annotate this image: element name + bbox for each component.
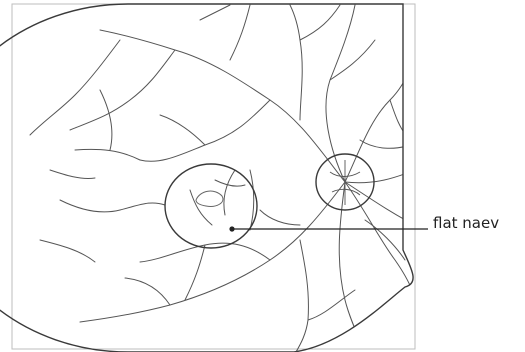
callout-label: flat naev	[433, 214, 499, 232]
fundus-outline	[0, 4, 413, 352]
naevus-lesion	[165, 164, 257, 248]
retinal-vessels	[30, 5, 415, 352]
naevus-inner-mark	[196, 191, 223, 206]
